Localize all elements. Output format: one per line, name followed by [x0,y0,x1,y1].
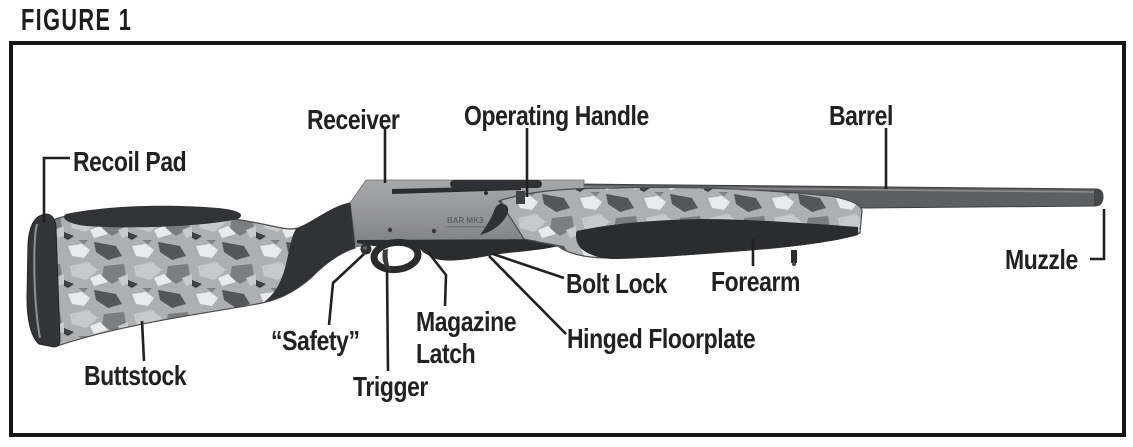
leader-trigger [385,269,390,372]
grip-panel-shape [264,203,355,302]
leader-recoil-pad [42,156,70,223]
trigger-shape [382,249,392,273]
label-magazine-latch-line1: Magazine [416,306,517,337]
label-trigger: Trigger [353,371,428,402]
label-recoil-pad: Recoil Pad [73,146,187,177]
leader-muzzle [1090,209,1106,261]
sling-stud [791,250,797,263]
label-magazine-latch: Magazine Latch [416,306,516,370]
buttstock-shape [26,202,356,348]
label-hinged-floorplate: Hinged Floorplate [567,323,756,354]
label-safety: “Safety” [271,325,360,356]
label-muzzle: Muzzle [1005,244,1078,275]
cheekpiece-shape [64,205,242,228]
label-receiver: Receiver [307,104,400,135]
label-magazine-latch-line2: Latch [416,338,476,369]
leader-buttstock [140,320,146,362]
label-forearm: Forearm [711,266,801,297]
leader-magazine-latch [426,251,448,307]
figure-title: FIGURE 1 [21,2,133,37]
recoil-pad-shape [26,213,61,348]
forearm-underside-shape [575,219,858,259]
leader-hinged-floorplate [488,255,567,335]
leader-safety [327,253,365,326]
figure-frame [9,41,1126,437]
forearm-shape [498,186,863,267]
label-bolt-lock: Bolt Lock [566,268,667,299]
label-operating-handle: Operating Handle [464,100,649,131]
label-barrel: Barrel [829,100,893,131]
leader-bolt-lock [492,252,565,280]
operating-handle-shape [480,191,525,235]
receiver-engraving: BAR MK3 [447,216,484,225]
label-buttstock: Buttstock [84,360,187,391]
